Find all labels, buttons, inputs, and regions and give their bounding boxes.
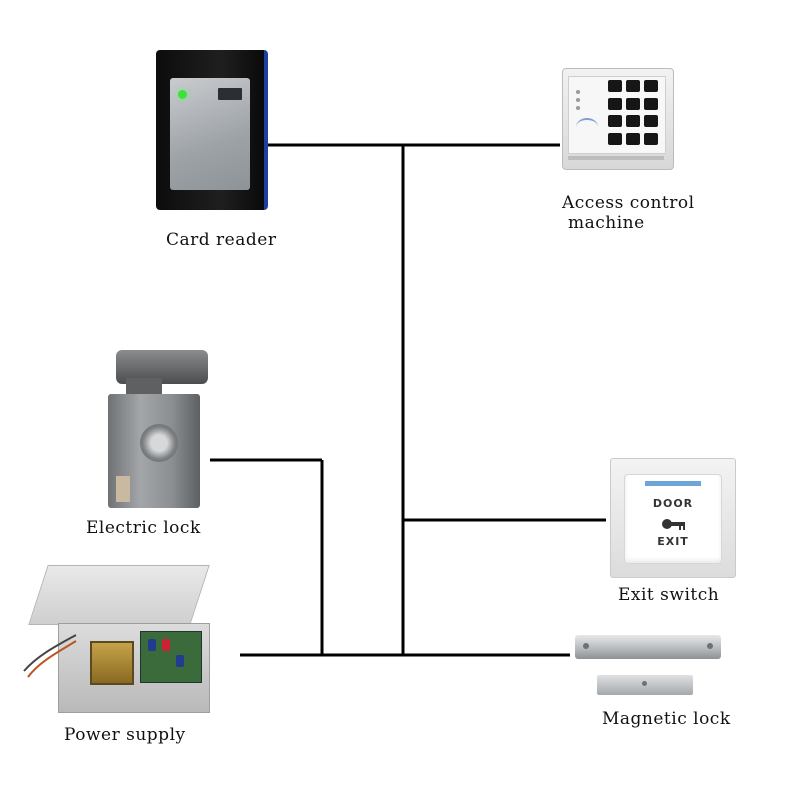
- keypad-key: [626, 115, 640, 127]
- indicator-dot: [576, 90, 580, 94]
- screw-hole-icon: [707, 643, 713, 649]
- exit-switch-text-top: DOOR: [652, 497, 694, 510]
- exit-switch-label: Exit switch: [618, 585, 720, 605]
- magnetic-lock-body: [575, 635, 721, 659]
- led-icon: [178, 90, 187, 99]
- electric-lock-neck: [126, 378, 162, 398]
- capacitor-icon: [176, 655, 184, 667]
- rfid-icon: [576, 118, 598, 136]
- power-supply-lid: [28, 565, 210, 625]
- keypad-key: [608, 132, 622, 145]
- electric-lock-tag: [116, 476, 130, 502]
- power-cable-icon: [23, 634, 77, 678]
- keypad: [608, 80, 660, 146]
- card-reader-device: [156, 50, 268, 212]
- exit-switch-button: DOOR EXIT: [624, 474, 722, 564]
- access-control-label-line2: machine: [568, 213, 645, 233]
- power-supply-device: [18, 565, 218, 715]
- card-reader-label: Card reader: [166, 230, 277, 250]
- keypad-key: [608, 80, 622, 92]
- exit-switch-device: DOOR EXIT: [610, 458, 736, 578]
- exit-switch-text-bottom: EXIT: [657, 535, 689, 548]
- lock-cylinder-icon: [140, 424, 178, 462]
- keypad-key: [608, 97, 622, 110]
- access-control-device: [562, 68, 674, 170]
- keypad-key: [626, 80, 640, 92]
- magnetic-lock-label: Magnetic lock: [602, 709, 731, 729]
- card-reader-slot: [218, 88, 242, 100]
- keypad-key: [626, 132, 640, 145]
- keypad-key: [608, 115, 622, 127]
- magnetic-lock-device: [575, 635, 725, 700]
- keypad-key: [644, 115, 658, 127]
- electric-lock-device: [108, 350, 208, 510]
- keypad-key: [644, 80, 658, 92]
- keypad-key: [644, 97, 658, 110]
- screw-hole-icon: [642, 681, 647, 686]
- electric-lock-label: Electric lock: [86, 518, 201, 538]
- keypad-key: [626, 97, 640, 110]
- indicator-dot: [576, 106, 580, 110]
- power-supply-label: Power supply: [64, 725, 186, 745]
- key-icon: [662, 519, 685, 530]
- access-control-strip: [568, 156, 664, 160]
- access-control-label-line1: Access control: [562, 193, 695, 213]
- screw-hole-icon: [583, 643, 589, 649]
- keypad-key: [644, 132, 658, 145]
- magnetic-lock-armature: [597, 675, 693, 695]
- capacitor-icon: [148, 639, 156, 651]
- transformer-icon: [90, 641, 134, 685]
- indicator-dot: [576, 98, 580, 102]
- exit-switch-bar: [645, 481, 701, 486]
- capacitor-icon: [162, 639, 170, 651]
